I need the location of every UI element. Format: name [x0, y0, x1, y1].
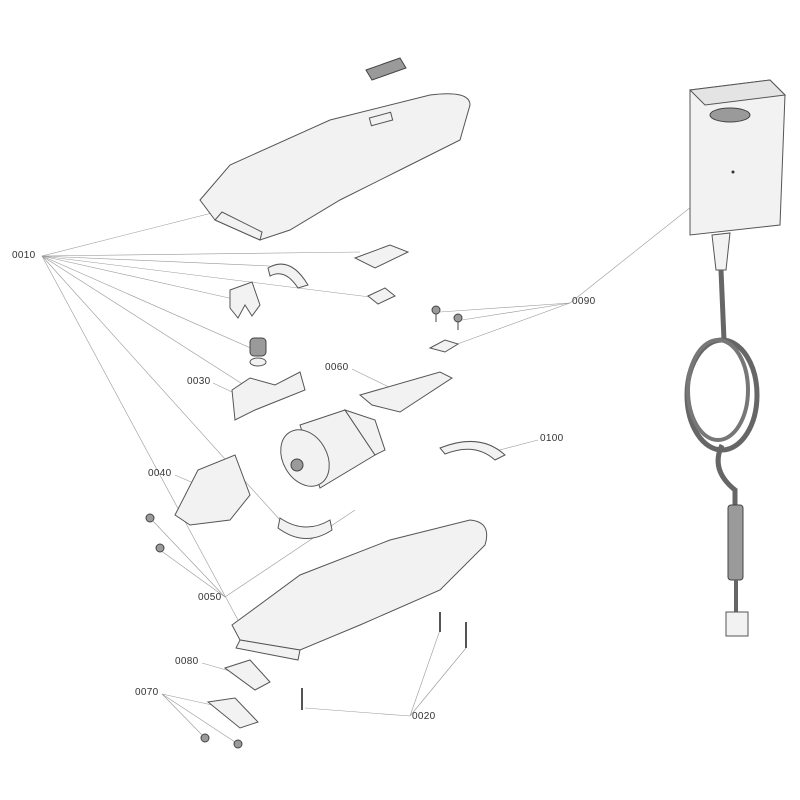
- switch-button: [365, 57, 407, 81]
- blade-0080: [223, 659, 271, 691]
- leader-0100: [491, 439, 539, 453]
- screws-0020: [301, 612, 467, 710]
- charger-adapter: [688, 79, 787, 271]
- screws-0090: [428, 305, 463, 353]
- top-cover: [199, 93, 471, 241]
- arc-spring-lower: [277, 517, 333, 539]
- arc-spring-upper: [267, 263, 309, 289]
- leaders-0050: [151, 509, 356, 598]
- switch-bracket: [353, 244, 410, 269]
- label-0030: 0030: [187, 376, 211, 387]
- label-0080: 0080: [175, 656, 199, 667]
- screw-0050-b: [155, 543, 165, 553]
- label-0070: 0070: [135, 687, 159, 698]
- leaders-0070: [161, 693, 239, 745]
- circuit-board: [358, 371, 454, 413]
- screw-0050-a: [145, 513, 155, 523]
- label-0050: 0050: [198, 592, 222, 603]
- label-0020: 0020: [412, 711, 436, 722]
- label-0060: 0060: [325, 362, 349, 373]
- label-0040: 0040: [148, 468, 172, 479]
- screw-0070-a: [200, 733, 210, 743]
- leader-0030: [212, 382, 233, 393]
- battery-clip: [439, 440, 506, 461]
- lever-block: [229, 281, 261, 319]
- leaders-0010: [41, 212, 379, 621]
- label-0090: 0090: [572, 296, 596, 307]
- blade-holder: [174, 454, 251, 526]
- screw-0070-b: [233, 739, 243, 749]
- blade-drive-lever: [231, 371, 306, 421]
- label-0010: 0010: [12, 250, 36, 261]
- bottom-housing: [231, 519, 488, 661]
- spring: [249, 337, 267, 367]
- charger-cable: [684, 269, 760, 637]
- clip: [367, 287, 396, 305]
- leaders-0020: [304, 629, 467, 717]
- blade-0070: [206, 697, 259, 729]
- motor: [280, 409, 386, 489]
- label-0100: 0100: [540, 433, 564, 444]
